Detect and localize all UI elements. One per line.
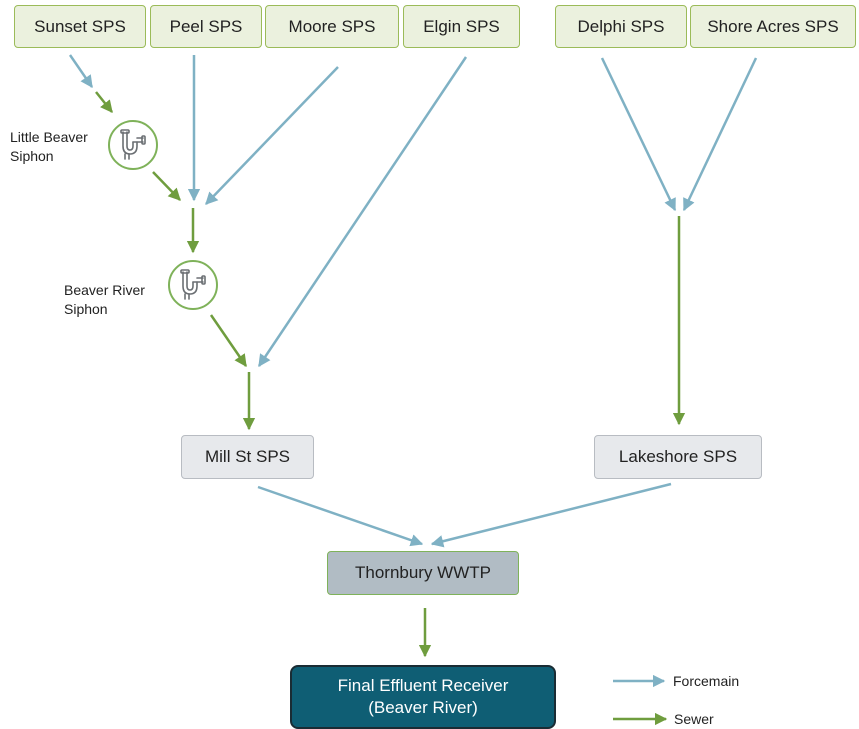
peel-sps-label: Peel SPS: [169, 16, 243, 36]
sewer-little-beaver-out: [152, 171, 181, 201]
forcemain-shore-acres: [682, 57, 758, 212]
forcemain-delphi: [600, 57, 677, 212]
little-beaver-siphon-label-line1: Little Beaver: [10, 129, 88, 145]
receiver-label-line1: Final Effluent Receiver: [337, 676, 509, 695]
forcemain-sunset: [68, 54, 94, 89]
moore-sps-label: Moore SPS: [288, 16, 376, 36]
little-beaver-siphon-label-line2: Siphon: [10, 148, 54, 164]
final-effluent-receiver-box: Final Effluent Receiver (Beaver River): [290, 665, 556, 729]
elgin-sps-label: Elgin SPS: [423, 16, 500, 36]
moore-sps-box: Moore SPS: [265, 5, 399, 48]
mill-st-sps-box: Mill St SPS: [181, 435, 314, 479]
delphi-sps-box: Delphi SPS: [555, 5, 687, 48]
sunset-sps-label: Sunset SPS: [34, 16, 126, 36]
mill-st-sps-label: Mill St SPS: [204, 447, 291, 466]
forcemain-elgin: [257, 56, 468, 368]
lakeshore-sps-label: Lakeshore SPS: [618, 447, 738, 466]
shore-acres-sps-box: Shore Acres SPS: [690, 5, 856, 48]
legend-sewer-label: Sewer: [674, 711, 714, 727]
peel-sps-box: Peel SPS: [150, 5, 262, 48]
shore-acres-sps-label: Shore Acres SPS: [707, 16, 839, 36]
thornbury-wwtp-label: Thornbury WWTP: [354, 563, 492, 582]
pipe-trap-icon: [120, 129, 146, 160]
little-beaver-siphon-label: Little Beaver Siphon: [10, 128, 88, 166]
elgin-sps-box: Elgin SPS: [403, 5, 520, 48]
beaver-river-siphon-label: Beaver River Siphon: [64, 281, 145, 319]
little-beaver-siphon-node: [108, 120, 158, 170]
beaver-river-siphon-label-line1: Beaver River: [64, 282, 145, 298]
forcemain-mill-st-to-wwtp: [257, 485, 424, 547]
receiver-label-line2: (Beaver River): [368, 698, 478, 717]
forcemain-lakeshore-to-wwtp: [430, 482, 672, 548]
beaver-river-siphon-label-line2: Siphon: [64, 301, 108, 317]
pipe-trap-icon: [180, 269, 206, 300]
legend-forcemain-label: Forcemain: [673, 673, 740, 689]
beaver-river-siphon-node: [168, 260, 218, 310]
sewer-sunset-siphon: [95, 91, 113, 113]
delphi-sps-label: Delphi SPS: [577, 16, 665, 36]
sunset-sps-box: Sunset SPS: [14, 5, 146, 48]
forcemain-moore: [205, 66, 339, 205]
lakeshore-sps-box: Lakeshore SPS: [594, 435, 762, 479]
thornbury-wwtp-box: Thornbury WWTP: [327, 551, 519, 595]
sewer-beaver-river-out: [209, 314, 248, 368]
